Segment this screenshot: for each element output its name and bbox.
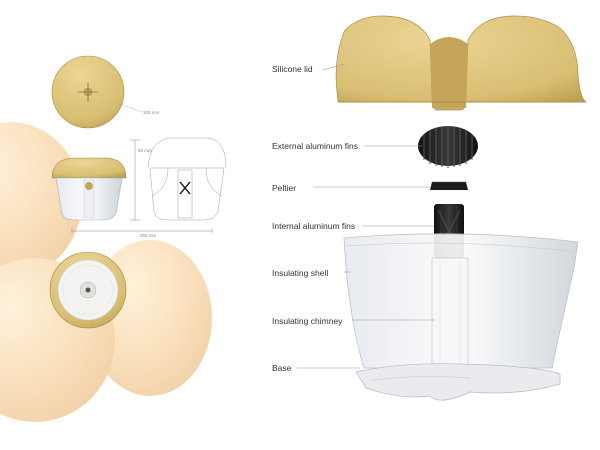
base-part: [355, 363, 561, 401]
label-insulating-chimney: Insulating chimney: [272, 316, 343, 326]
bottom-view-drawing: [49, 251, 127, 329]
dimension-width: 250 mm: [140, 233, 157, 238]
dimension-top-diameter: 100 mm: [143, 110, 160, 115]
dimension-height: 90 mm: [138, 148, 152, 153]
label-base: Base: [272, 363, 292, 373]
silicone-lid-part: [335, 15, 588, 111]
leader-lines: [297, 63, 434, 369]
peltier-part: [430, 181, 468, 190]
top-view-drawing: [51, 55, 143, 129]
label-silicone-lid: Silicone lid: [272, 64, 313, 74]
label-external-fins: External aluminum fins: [272, 141, 358, 151]
label-insulating-shell: Insulating shell: [272, 268, 329, 278]
side-view-drawing: [51, 157, 127, 221]
wireframe-drawing: [71, 137, 227, 233]
external-fins-part: [418, 126, 478, 168]
insulating-shell-part: [343, 233, 579, 369]
leader-lid: [322, 63, 346, 71]
label-internal-fins: Internal aluminum fins: [272, 221, 356, 231]
label-peltier: Peltier: [272, 183, 297, 193]
